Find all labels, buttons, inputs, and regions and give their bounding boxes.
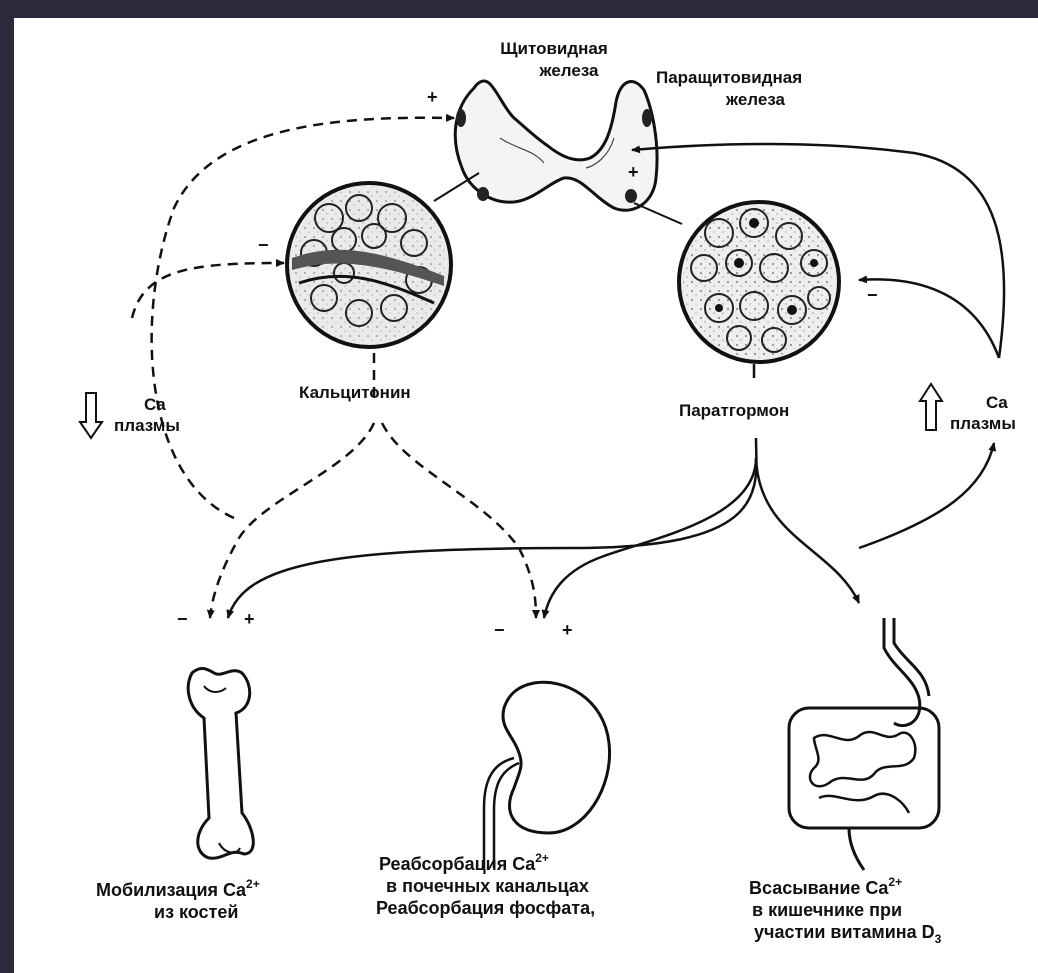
solid-arrow-to-bone: [228, 438, 756, 618]
frame-border-left: [0, 0, 14, 973]
intestine-caption-line3: участии витамина D3: [754, 922, 942, 946]
kidney-minus-sign: −: [494, 620, 505, 640]
kidney-plus-sign: +: [562, 620, 573, 640]
frame-border-top: [0, 0, 1038, 18]
ca-plasma-left-line2: плазмы: [114, 416, 180, 435]
kidney-caption-sup: 2+: [535, 851, 549, 865]
ca-plasma-increase-indicator: Ca плазмы: [920, 384, 1016, 433]
parathyroid-label-line1: Паращитовидная: [656, 68, 802, 87]
down-arrow-icon: [80, 393, 102, 438]
dashed-arrow-to-kidney: [382, 423, 536, 618]
calcium-regulation-diagram: Щитовидная железа Паращитовидная железа …: [14, 18, 1038, 973]
bone-minus-sign: −: [177, 609, 188, 629]
bone-caption-line2: из костей: [154, 902, 238, 922]
parathyroid-cells-micrograph: [679, 202, 839, 362]
intestine-caption-line2: в кишечнике при: [752, 900, 902, 920]
parathyroid-to-cells-line: [634, 203, 682, 224]
dashed-arrow-to-bone: [210, 423, 374, 618]
kidney-caption-line2: в почечных канальцах: [386, 876, 589, 896]
intestine-caption-sub: 3: [935, 932, 942, 946]
parathormone-label: Паратгормон: [679, 401, 789, 420]
intestine-illustration: [789, 618, 939, 870]
bone-illustration: [188, 668, 253, 858]
solid-arrow-to-ca-plasma: [859, 443, 994, 548]
kidney-caption-main: Реабсорбация Ca: [379, 854, 536, 874]
thyroid-label-line1: Щитовидная: [500, 39, 608, 58]
intestine-caption-main: Всасывание Ca: [749, 878, 889, 898]
solid-arrow-to-parathyroid-cells: [859, 279, 999, 358]
ca-plasma-right-line1: Ca: [986, 393, 1008, 412]
intestine-caption-line3-main: участии витамина D: [754, 922, 935, 942]
kidney-caption-line3: Реабсорбация фосфата,: [376, 898, 595, 918]
bone-caption-main: Мобилизация Ca: [96, 880, 247, 900]
ca-plasma-right-line2: плазмы: [950, 414, 1016, 433]
bone-caption-line1: Мобилизация Ca2+: [96, 877, 260, 900]
parathyroid-plus-sign: +: [628, 162, 639, 182]
thyroid-plus-sign: +: [427, 87, 438, 107]
bone-plus-sign: +: [244, 609, 255, 629]
c-cells-micrograph: [287, 183, 451, 347]
bone-caption-sup: 2+: [246, 877, 260, 891]
kidney-illustration: [484, 682, 610, 868]
ca-plasma-left-line1: Ca: [144, 395, 166, 414]
parathyroid-label-line2: железа: [725, 90, 786, 109]
up-arrow-icon: [920, 384, 942, 430]
kidney-caption-line1: Реабсорбация Ca2+: [379, 851, 549, 874]
solid-arrow-to-kidney: [544, 458, 756, 618]
intestine-caption-sup: 2+: [888, 875, 902, 889]
solid-arrow-to-intestine: [756, 458, 859, 603]
calcitonin-minus-sign: −: [258, 235, 269, 255]
intestine-caption-line1: Всасывание Ca2+: [749, 875, 902, 898]
diagram-canvas: Щитовидная железа Паращитовидная железа …: [14, 18, 1038, 973]
ca-plasma-decrease-indicator: Ca плазмы: [80, 393, 180, 438]
parathormone-minus-sign: −: [867, 285, 878, 305]
calcitonin-label: Кальцитонин: [299, 383, 411, 402]
thyroid-label-line2: железа: [539, 61, 600, 80]
